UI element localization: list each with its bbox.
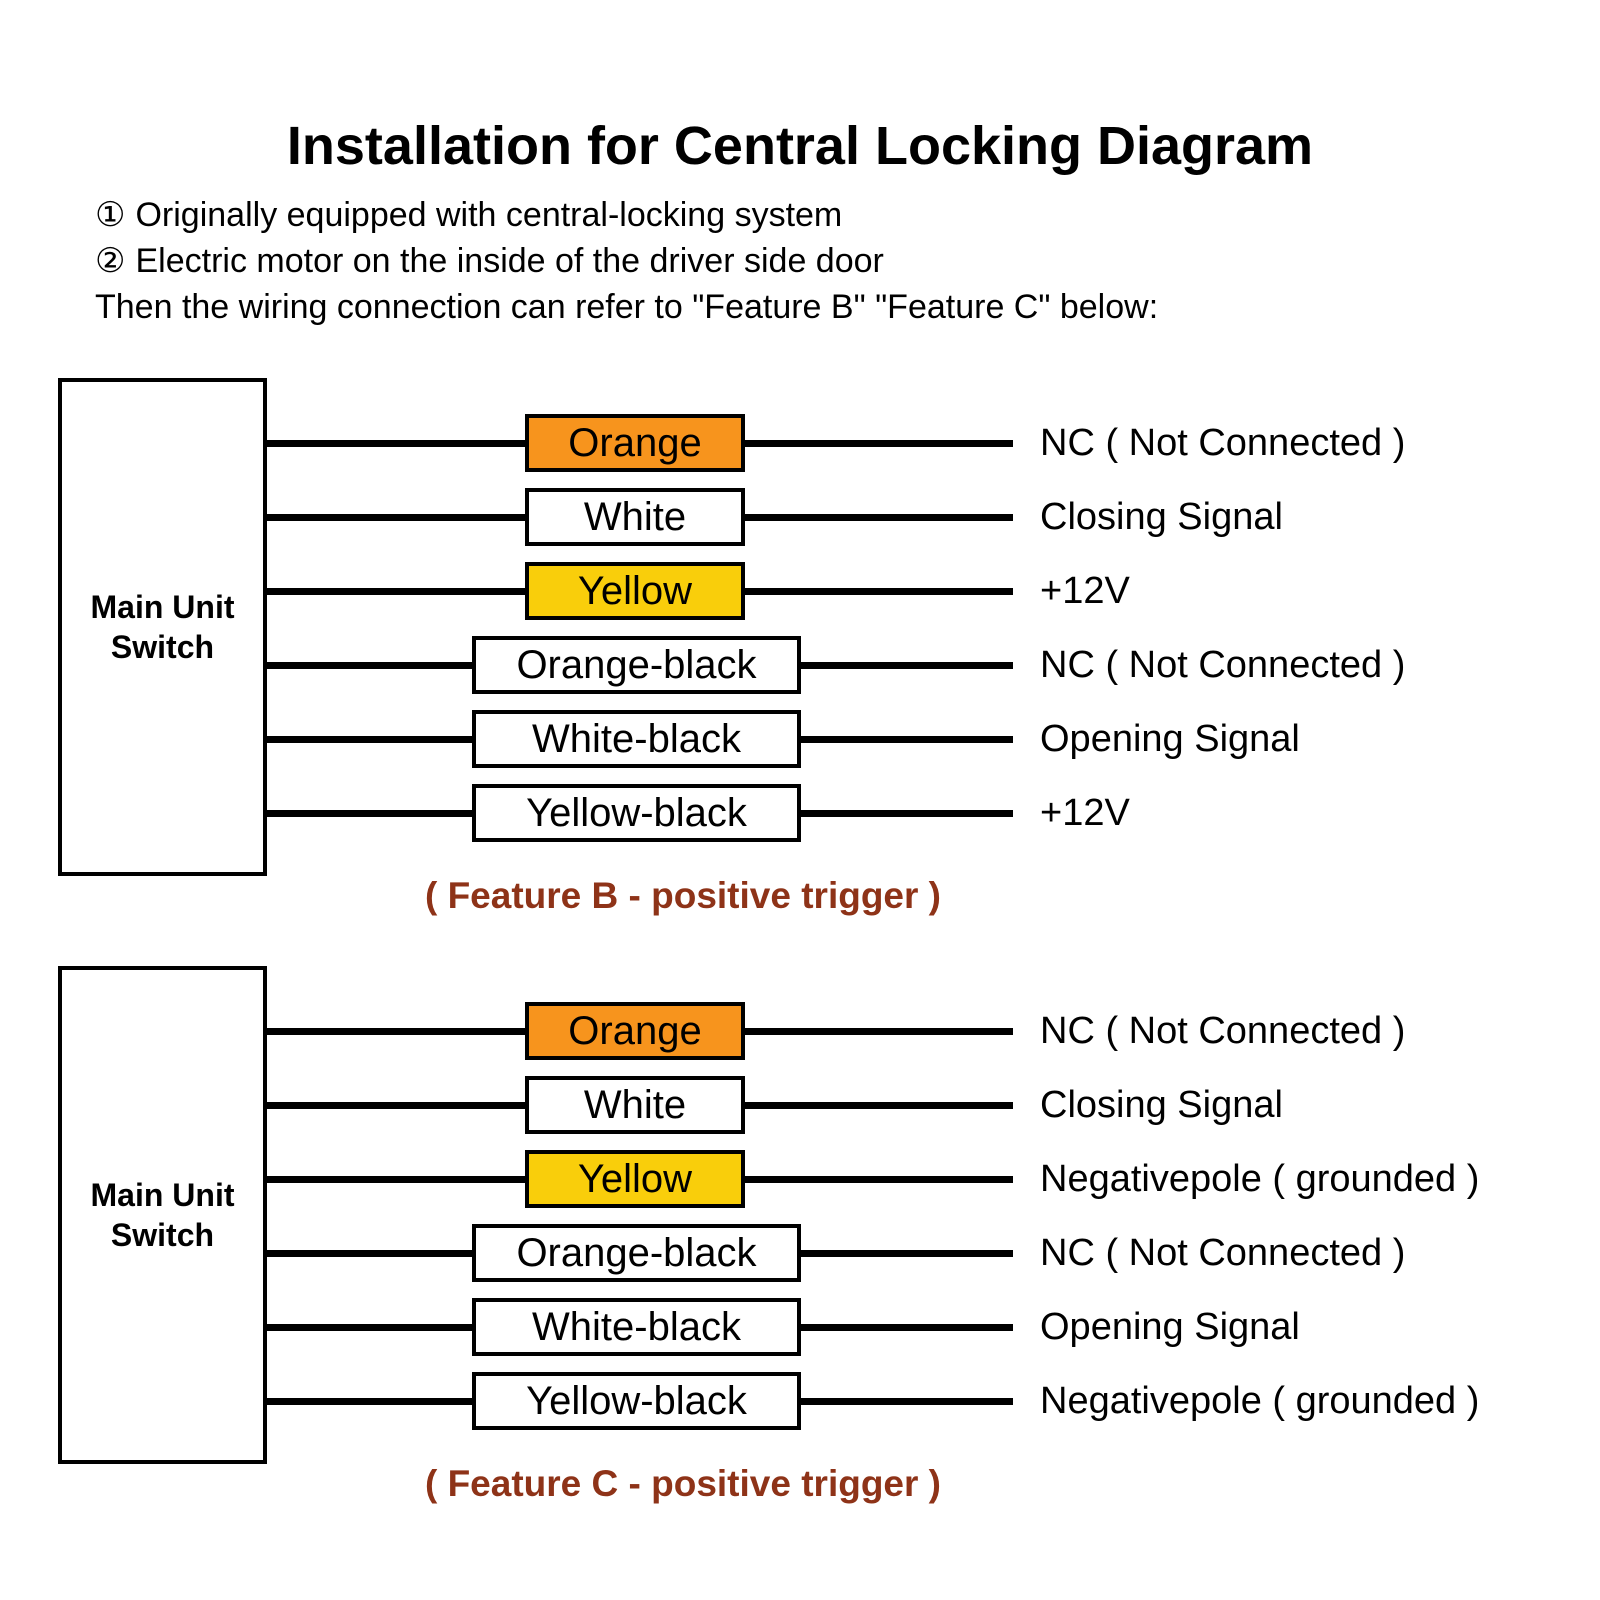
wire-label: White-black bbox=[532, 1305, 741, 1349]
page-title: Installation for Central Locking Diagram bbox=[286, 116, 1314, 176]
diagram-feature-c: Main Unit Switch Orange NC ( Not Connecte… bbox=[0, 958, 1600, 1518]
wire-label-box-orange: Orange bbox=[525, 1002, 745, 1060]
wire-label: White bbox=[583, 1083, 687, 1127]
wire-label-box-white: White bbox=[525, 488, 745, 546]
wire-label: Yellow-black bbox=[526, 791, 747, 835]
main-unit-label-line2: Switch bbox=[110, 1217, 215, 1253]
wire-label-box-yellow-black: Yellow-black bbox=[472, 784, 801, 842]
instruction-item-1-text: Originally equipped with central-locking… bbox=[135, 196, 843, 234]
wire-signal-label: NC ( Not Connected ) bbox=[1040, 422, 1406, 464]
wire-signal-label: Closing Signal bbox=[1040, 1084, 1283, 1126]
wire-signal-label: Negativepole ( grounded ) bbox=[1040, 1380, 1480, 1422]
wire-signal-label: Opening Signal bbox=[1040, 718, 1300, 760]
wire-signal-label: NC ( Not Connected ) bbox=[1040, 644, 1406, 686]
main-unit-label-line2: Switch bbox=[110, 629, 215, 665]
wire-label: Orange-black bbox=[516, 1231, 757, 1275]
wire-label-box-orange-black: Orange-black bbox=[472, 1224, 801, 1282]
wire-rows: Orange NC ( Not Connected ) White Closing S… bbox=[0, 370, 1600, 880]
wire-label-box-yellow: Yellow bbox=[525, 1150, 745, 1208]
circled-1-icon: ① bbox=[95, 196, 126, 234]
instruction-item-2-text: Electric motor on the inside of the driv… bbox=[135, 242, 884, 280]
wire-signal-label: NC ( Not Connected ) bbox=[1040, 1232, 1406, 1274]
diagram-caption-feature-b: ( Feature B - positive trigger ) bbox=[424, 875, 941, 916]
wire-signal-label: Opening Signal bbox=[1040, 1306, 1300, 1348]
wire-signal-label: Negativepole ( grounded ) bbox=[1040, 1158, 1480, 1200]
main-unit-label-line1: Main Unit bbox=[90, 1177, 235, 1213]
instruction-note: Then the wiring connection can refer to … bbox=[95, 288, 1159, 326]
wire-label-box-orange: Orange bbox=[525, 414, 745, 472]
wire-signal-label: +12V bbox=[1040, 792, 1130, 834]
diagram-caption-feature-c: ( Feature C - positive trigger ) bbox=[424, 1463, 941, 1504]
wire-label: Orange bbox=[568, 421, 702, 465]
wire-label-box-yellow: Yellow bbox=[525, 562, 745, 620]
wire-signal-label: +12V bbox=[1040, 570, 1130, 612]
wire-label-box-white-black: White-black bbox=[472, 710, 801, 768]
main-unit-switch-box: Main Unit Switch bbox=[58, 378, 267, 876]
wire-label: Yellow-black bbox=[526, 1379, 747, 1423]
wire-label-box-orange-black: Orange-black bbox=[472, 636, 801, 694]
wire-signal-label: NC ( Not Connected ) bbox=[1040, 1010, 1406, 1052]
circled-2-icon: ② bbox=[95, 242, 126, 280]
wire-label-box-white: White bbox=[525, 1076, 745, 1134]
main-unit-switch-box: Main Unit Switch bbox=[58, 966, 267, 1464]
wire-label: Yellow bbox=[577, 1157, 693, 1201]
wire-label: White-black bbox=[532, 717, 741, 761]
wire-signal-label: Closing Signal bbox=[1040, 496, 1283, 538]
wire-label: Yellow bbox=[577, 569, 693, 613]
wire-label: White bbox=[583, 495, 687, 539]
wire-label: Orange-black bbox=[516, 643, 757, 687]
wire-label-box-yellow-black: Yellow-black bbox=[472, 1372, 801, 1430]
diagram-feature-b: Main Unit Switch Orange NC ( Not Connecte… bbox=[0, 370, 1600, 930]
main-unit-switch-label: Main Unit Switch bbox=[91, 587, 235, 667]
main-unit-label-line1: Main Unit bbox=[90, 589, 235, 625]
wire-label: Orange bbox=[568, 1009, 702, 1053]
wire-rows: Orange NC ( Not Connected ) White Closing S… bbox=[0, 958, 1600, 1468]
main-unit-switch-label: Main Unit Switch bbox=[91, 1175, 235, 1255]
wire-label-box-white-black: White-black bbox=[472, 1298, 801, 1356]
